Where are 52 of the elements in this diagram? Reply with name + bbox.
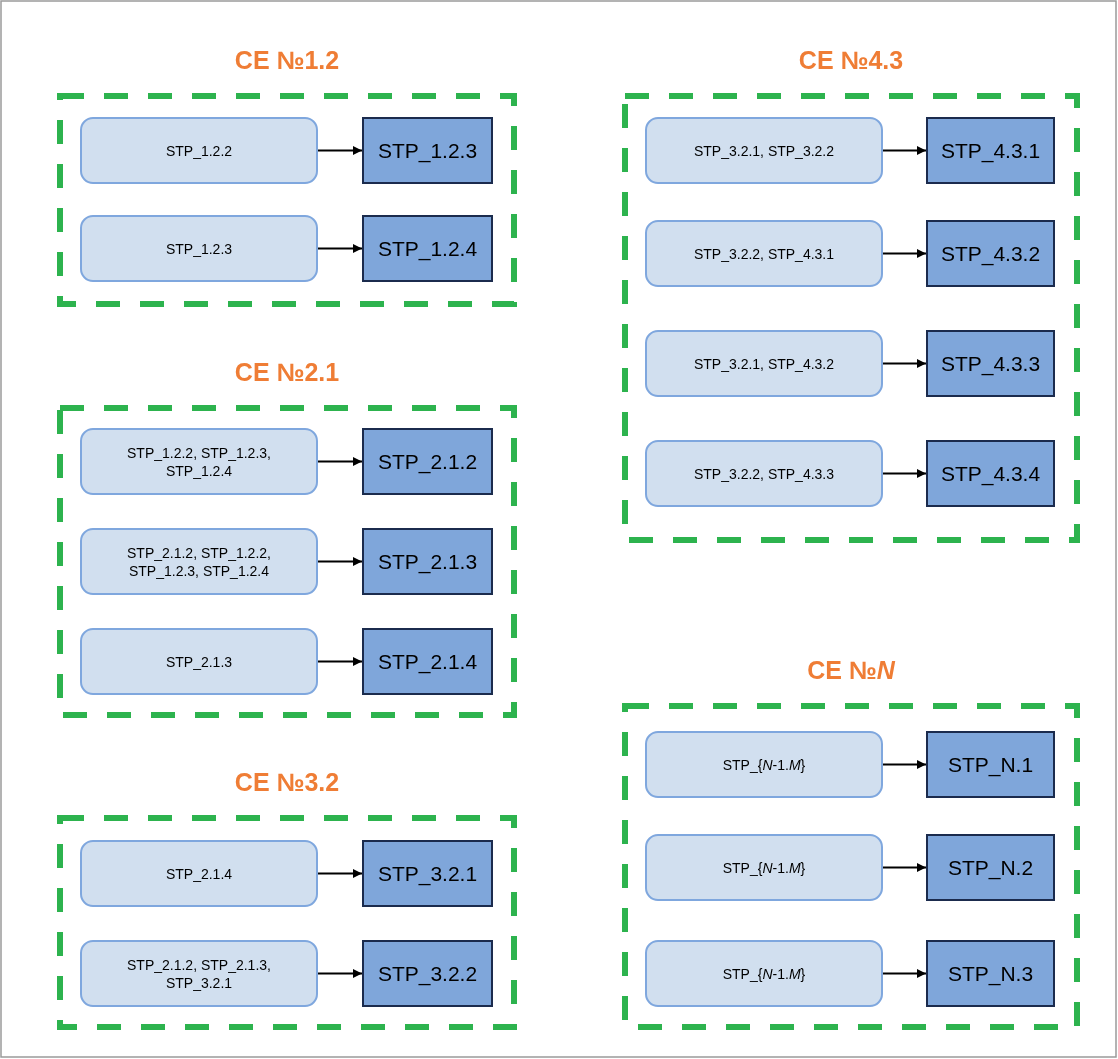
arrow (317, 657, 363, 666)
step-box: STP_4.3.4 (926, 440, 1055, 507)
step-box: STP_N.3 (926, 940, 1055, 1007)
input-box: STP_{N-1.M} (645, 731, 883, 798)
group-title: CE №4.3 (797, 45, 905, 75)
input-box: STP_2.1.2, STP_1.2.2, STP_1.2.3, STP_1.2.4 (80, 528, 318, 595)
step-box: STP_2.1.4 (362, 628, 493, 695)
dashed-group-frame (57, 815, 517, 1030)
input-box: STP_{N-1.M} (645, 834, 883, 901)
step-box: STP_4.3.3 (926, 330, 1055, 397)
arrow (317, 869, 363, 878)
arrow (882, 146, 927, 155)
group-title: CE №2.1 (233, 357, 341, 387)
input-box: STP_3.2.2, STP_4.3.3 (645, 440, 883, 507)
dashed-group-frame (57, 405, 517, 718)
group-title: CE №N (806, 655, 896, 685)
step-box: STP_1.2.4 (362, 215, 493, 282)
arrow (882, 469, 927, 478)
step-box: STP_N.1 (926, 731, 1055, 798)
input-box: STP_2.1.3 (80, 628, 318, 695)
dashed-group-frame (622, 93, 1080, 543)
group-title: CE №3.2 (233, 767, 341, 797)
input-box: STP_3.2.1, STP_3.2.2 (645, 117, 883, 184)
arrow (882, 969, 927, 978)
dashed-group-frame (622, 703, 1080, 1030)
arrow (882, 359, 927, 368)
arrow (317, 244, 363, 253)
step-box: STP_3.2.1 (362, 840, 493, 907)
arrow (317, 457, 363, 466)
step-box: STP_3.2.2 (362, 940, 493, 1007)
arrow (882, 249, 927, 258)
input-box: STP_1.2.2 (80, 117, 318, 184)
arrow (317, 557, 363, 566)
arrow (317, 969, 363, 978)
input-box: STP_3.2.2, STP_4.3.1 (645, 220, 883, 287)
step-box: STP_4.3.1 (926, 117, 1055, 184)
input-box: STP_2.1.2, STP_2.1.3, STP_3.2.1 (80, 940, 318, 1007)
input-box: STP_2.1.4 (80, 840, 318, 907)
input-box: STP_3.2.1, STP_4.3.2 (645, 330, 883, 397)
input-box: STP_1.2.2, STP_1.2.3, STP_1.2.4 (80, 428, 318, 495)
input-box: STP_1.2.3 (80, 215, 318, 282)
step-box: STP_4.3.2 (926, 220, 1055, 287)
step-box: STP_2.1.3 (362, 528, 493, 595)
arrow (882, 760, 927, 769)
input-box: STP_{N-1.M} (645, 940, 883, 1007)
step-box: STP_1.2.3 (362, 117, 493, 184)
arrow (317, 146, 363, 155)
step-box: STP_2.1.2 (362, 428, 493, 495)
dashed-group-frame (57, 93, 517, 307)
step-box: STP_N.2 (926, 834, 1055, 901)
arrow (882, 863, 927, 872)
group-title: CE №1.2 (233, 45, 341, 75)
